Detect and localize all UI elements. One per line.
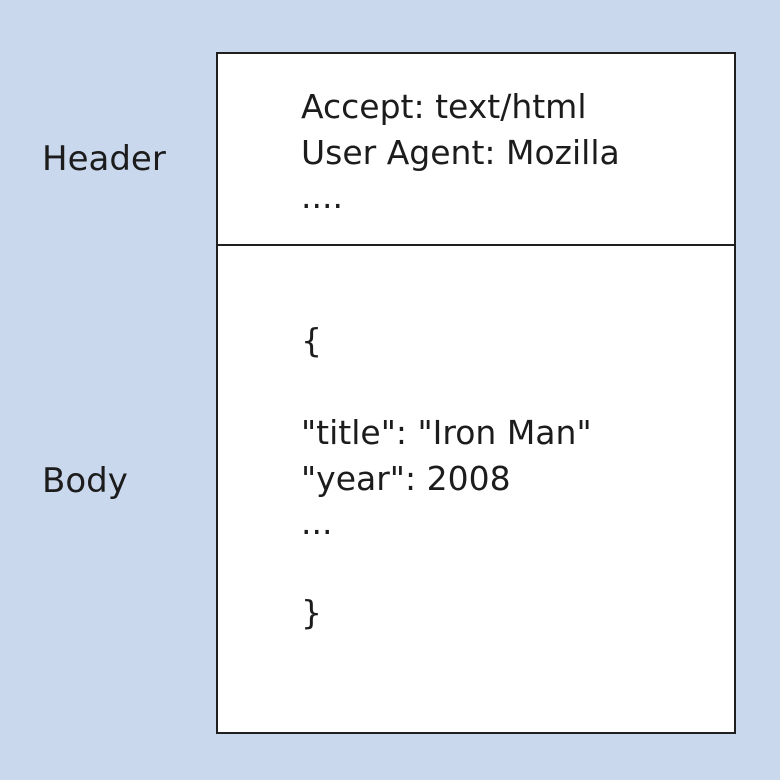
body-open-brace: { [301,321,322,360]
body-label: Body [42,461,128,501]
http-message-box: Accept: text/html User Agent: Mozilla ..… [216,52,736,734]
header-line-user-agent: User Agent: Mozilla [301,133,620,172]
header-section [218,54,734,246]
header-line-accept: Accept: text/html [301,87,587,126]
body-line-title: "title": "Iron Man" [301,413,592,452]
body-close-brace: } [301,593,322,632]
header-label: Header [42,139,166,179]
body-line-ellipsis: ... [301,503,333,542]
header-line-ellipsis: .... [301,177,343,216]
body-line-year: "year": 2008 [301,459,511,498]
